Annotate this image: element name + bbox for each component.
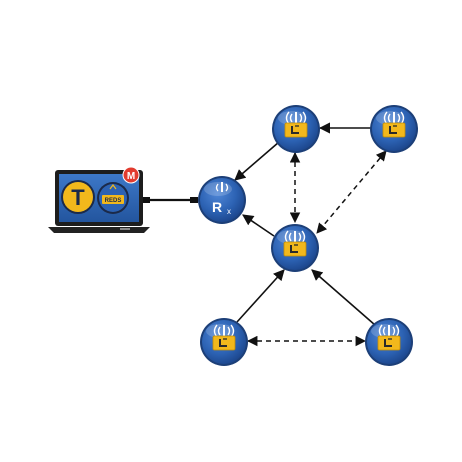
node-bottom-left[interactable] [199, 317, 249, 367]
m-badge-icon [122, 166, 140, 184]
receiver-label: R [212, 199, 222, 215]
reds-app-label: REDS [105, 198, 122, 204]
edge-topright-center-dashed [316, 150, 387, 234]
logo-t-letter: T [71, 185, 85, 210]
edge-bottomright-to-center [311, 269, 376, 326]
receiver-subscript: x [227, 207, 231, 216]
receiver-node[interactable]: R x [198, 176, 246, 224]
edge-topleft-to-receiver [234, 141, 280, 181]
connections [234, 122, 387, 347]
m-badge-letter: M [127, 171, 135, 182]
node-center[interactable] [270, 223, 320, 273]
node-top-left[interactable] [271, 104, 321, 154]
edge-bottomleft-to-center [236, 269, 285, 323]
edge-center-to-receiver [242, 214, 275, 237]
receiver-antenna-icon [221, 182, 223, 192]
laptop[interactable]: T REDS M [48, 166, 198, 233]
node-bottom-right[interactable] [364, 317, 414, 367]
laptop-base [48, 227, 150, 233]
node-top-right[interactable] [369, 104, 419, 154]
